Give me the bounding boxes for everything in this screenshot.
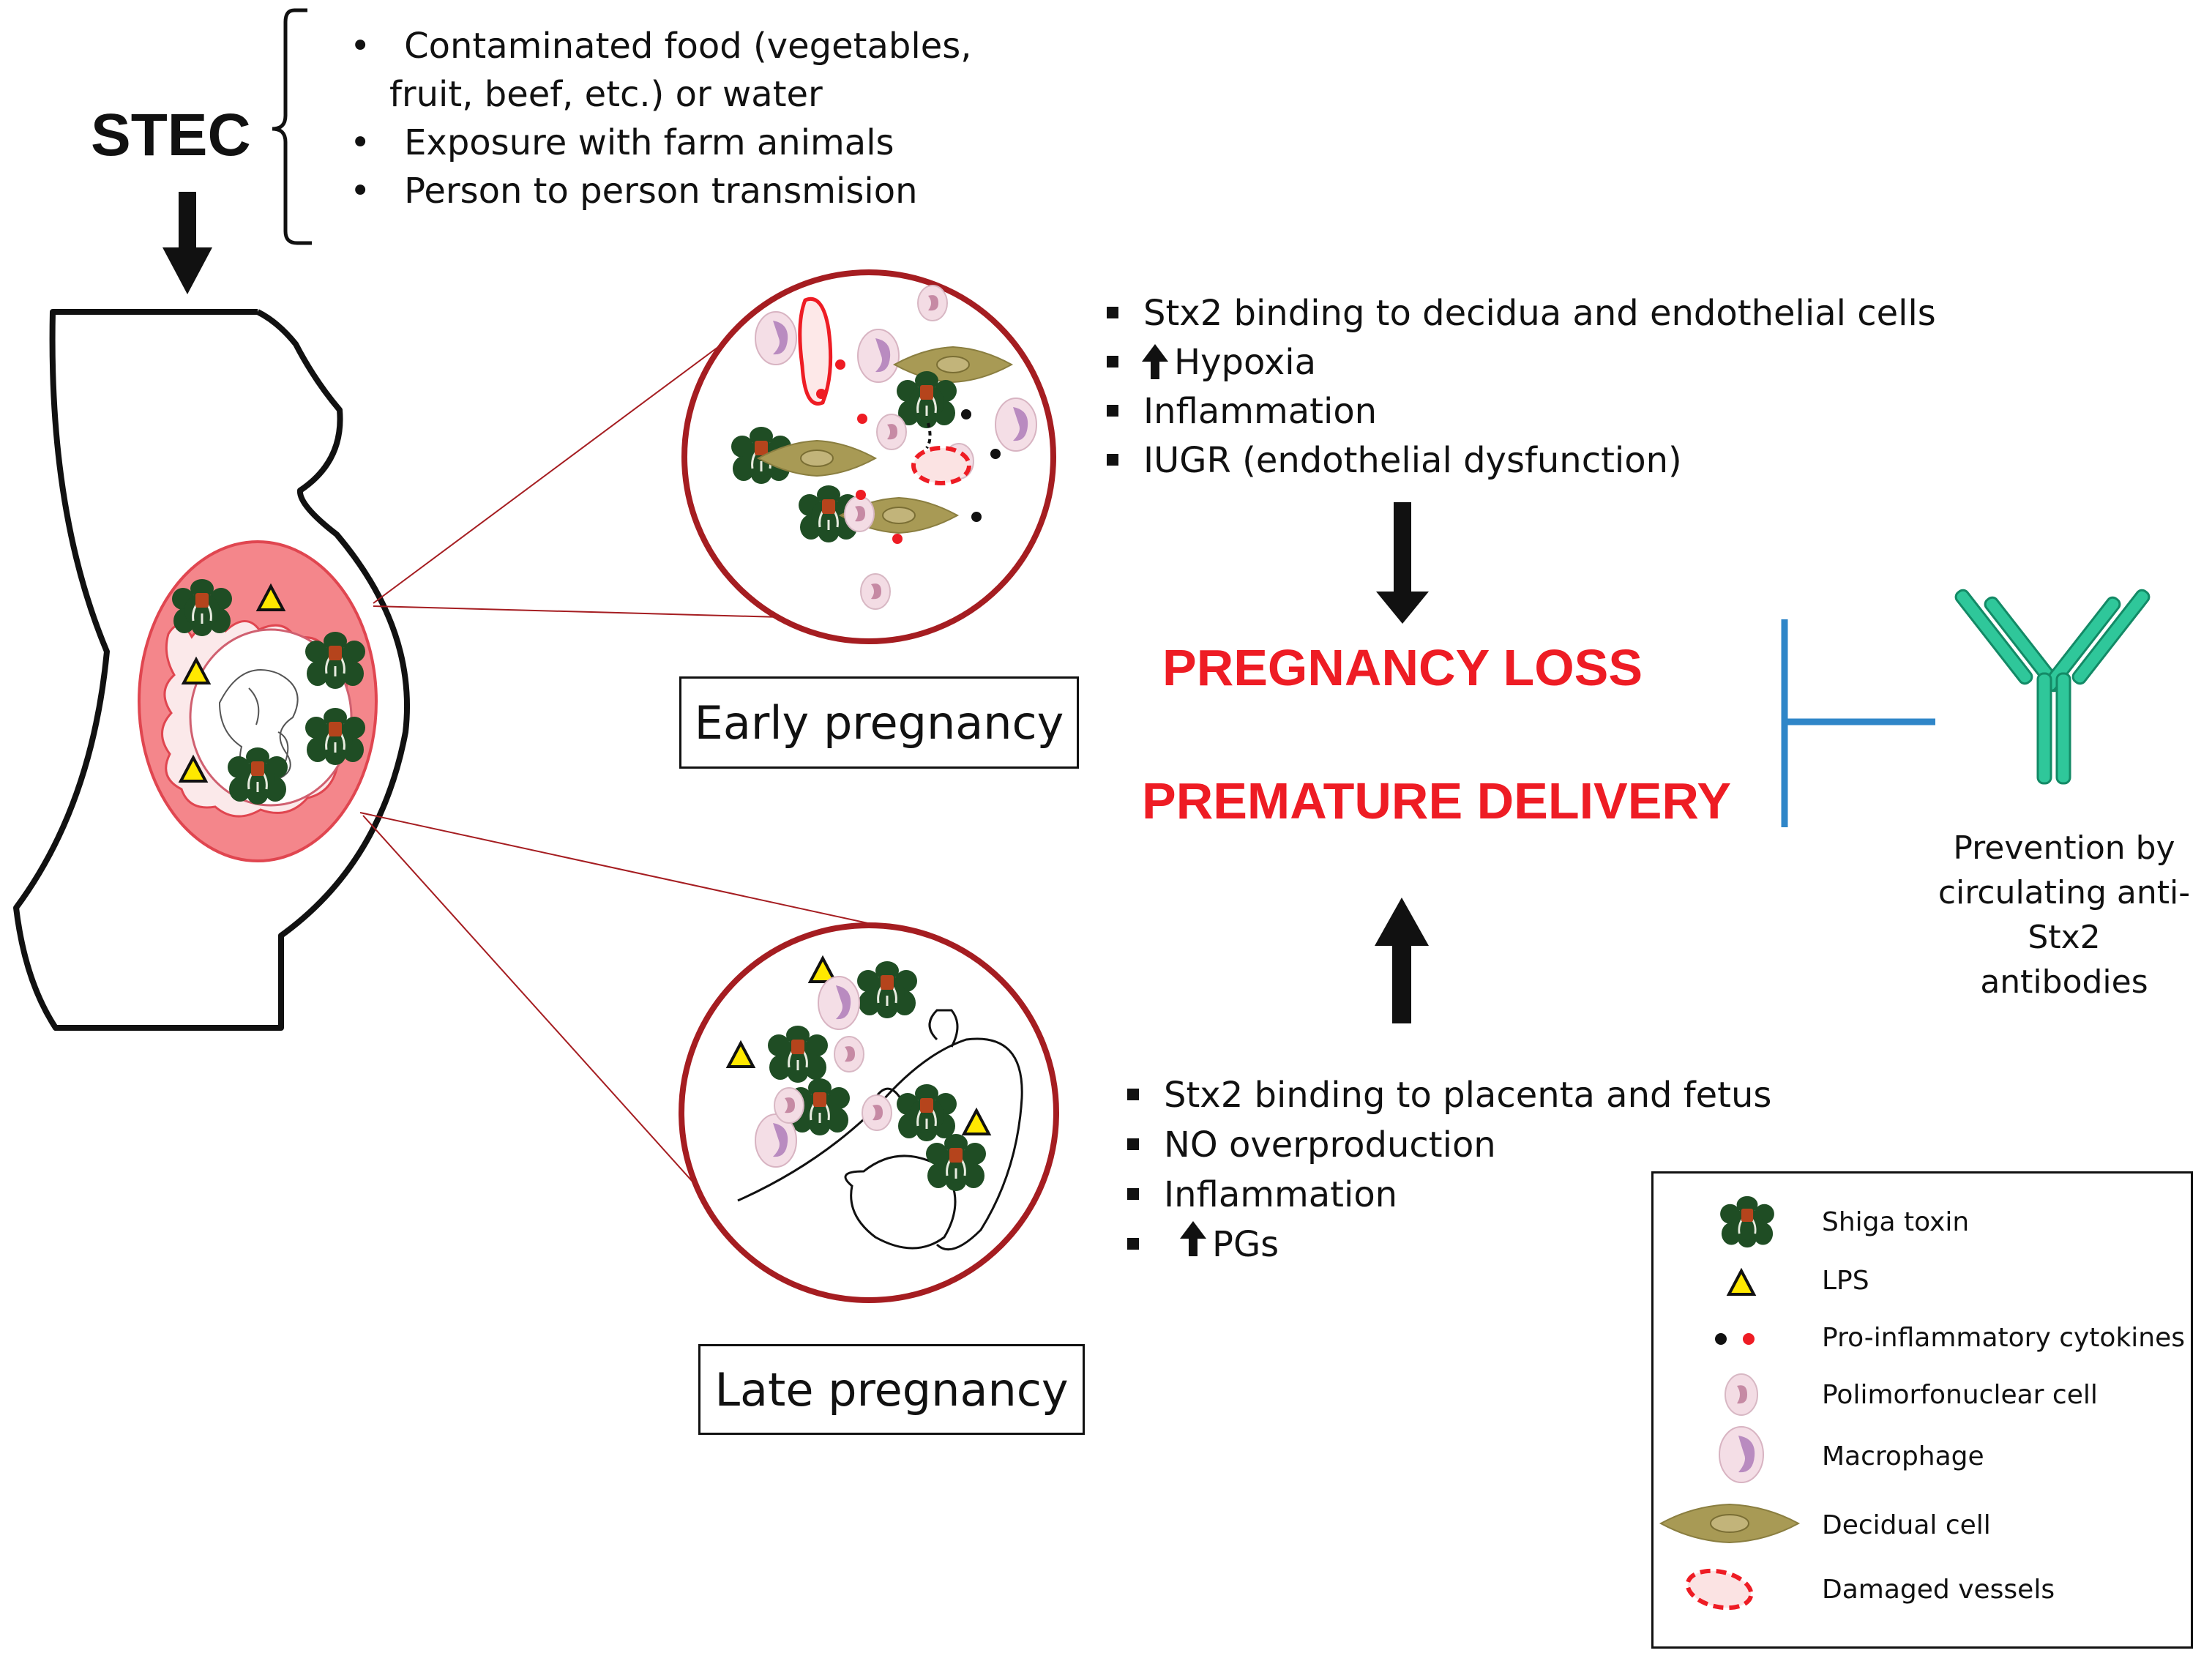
bullet-icon: • [350, 26, 405, 67]
up-arrow-icon [1180, 1221, 1206, 1256]
shiga-toxin-icon [1720, 1195, 1774, 1248]
cytokines-dots-icon [1715, 1333, 1755, 1345]
bullet-icon [1107, 405, 1118, 417]
late-effect-item: NO overproduction [1127, 1120, 1771, 1170]
early-effects-list: Stx2 binding to decidua and endothelial … [1107, 289, 1936, 485]
prevention-text: Prevention by circulating anti-Stx2 anti… [1938, 829, 2191, 1001]
source-item: • Person to person transmision [350, 171, 918, 212]
bullet-icon: • [350, 122, 405, 163]
bullet-icon [1107, 454, 1118, 466]
down-arrow-to-outcomes [1376, 502, 1429, 624]
legend-label-decidual-cell: Decidual cell [1822, 1510, 1991, 1540]
legend-label-shiga-toxin: Shiga toxin [1822, 1207, 1970, 1237]
source-brace [272, 8, 312, 245]
decidual-cell-icon [1659, 1503, 1801, 1544]
zoom-lines [359, 332, 872, 1226]
early-effect-item: IUGR (endothelial dysfunction) [1107, 436, 1936, 485]
stec-title: STEC [91, 102, 251, 168]
source-item: fruit, beef, etc.) or water [389, 74, 823, 115]
source-list: • Contaminated food (vegetables, fruit, … [350, 22, 972, 215]
legend-label-damaged-vessels: Damaged vessels [1822, 1575, 2055, 1605]
up-arrow-icon [1142, 344, 1168, 379]
macrophage-icon [1719, 1426, 1764, 1483]
legend-label-pmn: Polimorfonuclear cell [1822, 1380, 2098, 1410]
late-effect-item: PGs [1127, 1220, 1771, 1269]
bullet-icon [1127, 1089, 1139, 1100]
pregnant-body-outline [13, 309, 410, 1031]
legend-label-macrophage: Macrophage [1822, 1441, 1984, 1471]
early-effect-item: Stx2 binding to decidua and endothelial … [1107, 289, 1936, 338]
up-arrow-to-outcomes [1375, 898, 1429, 1023]
bullet-icon [1107, 307, 1118, 318]
early-pregnancy-zoom-circle [681, 269, 1056, 644]
early-effect-item: Hypoxia [1107, 338, 1936, 387]
lps-triangle-icon [1726, 1267, 1757, 1296]
uterus [138, 540, 378, 862]
source-item: • Contaminated food (vegetables, [350, 26, 972, 67]
late-pregnancy-zoom-circle [679, 922, 1059, 1303]
legend-symbols [1659, 1195, 1801, 1611]
bullet-icon [1127, 1238, 1139, 1250]
polymorphonuclear-cell-icon [1725, 1373, 1758, 1416]
outcome-pregnancy-loss: PREGNANCY LOSS [1162, 639, 1643, 696]
early-pregnancy-label: Early pregnancy [679, 676, 1079, 769]
late-effect-item: Inflammation [1127, 1170, 1771, 1220]
inhibition-bar [1781, 619, 1935, 827]
legend-label-lps: LPS [1822, 1266, 1869, 1296]
outcome-premature-delivery: PREMATURE DELIVERY [1142, 772, 1732, 829]
bullet-icon [1107, 356, 1118, 368]
late-pregnancy-label: Late pregnancy [698, 1344, 1085, 1435]
late-effect-item: Stx2 binding to placenta and fetus [1127, 1070, 1771, 1120]
bullet-icon [1127, 1138, 1139, 1150]
legend-label-cytokines: Pro-inflammatory cytokines [1822, 1323, 2186, 1353]
early-effect-item: Inflammation [1107, 387, 1936, 436]
stec-down-arrow [162, 192, 212, 294]
bullet-icon: • [350, 171, 405, 212]
source-item: • Exposure with farm animals [350, 122, 894, 163]
damaged-vessel-icon [1685, 1568, 1754, 1611]
bullet-icon [1127, 1188, 1139, 1200]
late-effects-list: Stx2 binding to placenta and fetus NO ov… [1127, 1070, 1771, 1269]
antibody-icon [1952, 586, 2153, 785]
legend: Shiga toxin LPS Pro-inflammatory cytokin… [1651, 1171, 2193, 1649]
